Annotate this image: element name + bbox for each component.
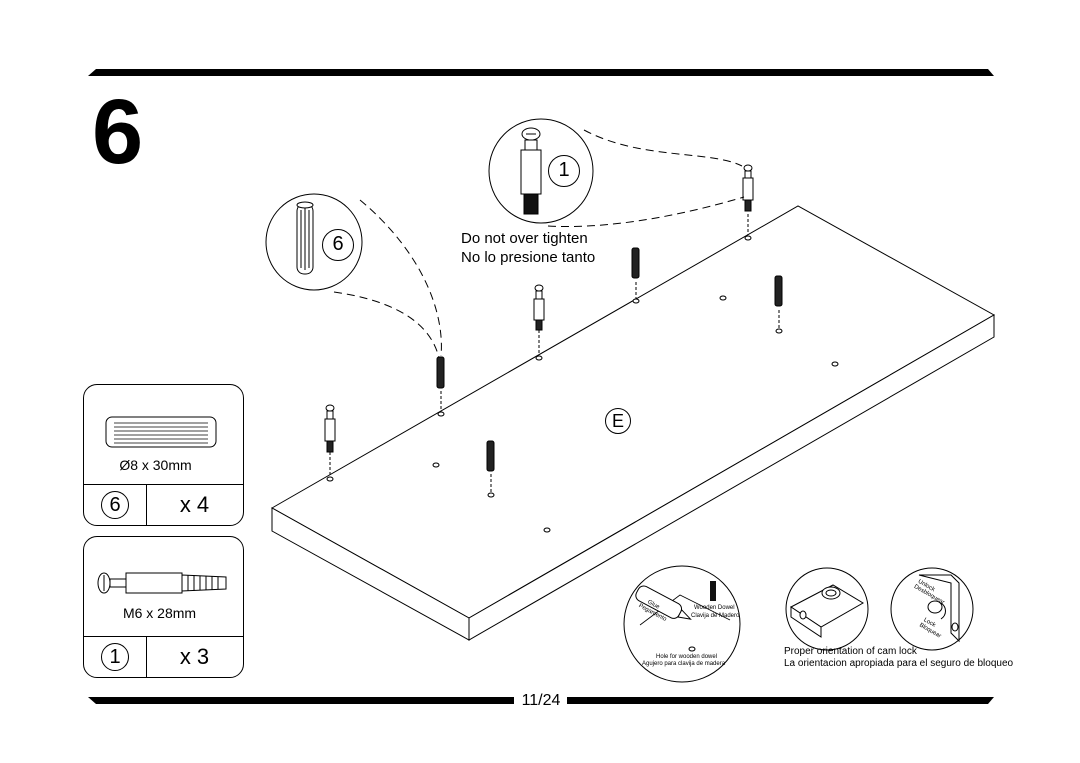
- bolt-note-es: No lo presione tanto: [461, 249, 596, 266]
- dowel-callout-circle: [265, 193, 363, 291]
- bolt-note-en: Do not over tighten: [461, 230, 588, 247]
- bottom-rule-right: [567, 697, 994, 704]
- bolt-qty: x 3: [179, 644, 210, 669]
- dowel-index: 6: [101, 491, 129, 519]
- step-number: 6: [92, 81, 144, 183]
- dowel-qty: x 4: [179, 492, 210, 517]
- cam-lock-orientation-drawing: [785, 567, 974, 651]
- dowel-callout-icon: [296, 201, 314, 275]
- part-box-bolt: M6 x 28mm 1 x 3: [83, 536, 244, 678]
- glue-detail-drawing: [623, 565, 741, 683]
- page-number: 11/24: [521, 692, 561, 709]
- dowel-label-en: Wooden Dowel: [694, 605, 735, 611]
- bolt-spec: M6 x 28mm: [122, 605, 197, 621]
- bolt-callout-index: 1: [548, 155, 580, 187]
- cam-lock-note-es: La orientacion apropiada para el seguro …: [784, 658, 1014, 669]
- hole-label-es: Agujero para clavija de madera: [642, 661, 726, 667]
- top-rule: [88, 69, 994, 76]
- hole-label-en: Hole for wooden dowel: [656, 654, 718, 660]
- dowel-part-icon: [105, 416, 217, 448]
- dowel-qty-row: 6 x 4: [84, 484, 243, 525]
- panel-label: E: [605, 408, 631, 434]
- cam-lock-note-en: Proper orientation of cam lock: [784, 646, 917, 657]
- bolt-qty-row: 1 x 3: [84, 636, 243, 677]
- bolt-part-icon: [97, 572, 227, 594]
- bolt-index: 1: [101, 643, 129, 671]
- bottom-rule-left: [88, 697, 514, 704]
- dowel-spec: Ø8 x 30mm: [119, 457, 192, 473]
- part-box-dowel: Ø8 x 30mm 6 x 4: [83, 384, 244, 526]
- dowel-label-es: Clavija de Madero: [691, 613, 740, 619]
- bolt-callout-icon: [520, 127, 542, 215]
- panel-right-edge: [468, 314, 995, 641]
- dowel-callout-index: 6: [322, 229, 354, 261]
